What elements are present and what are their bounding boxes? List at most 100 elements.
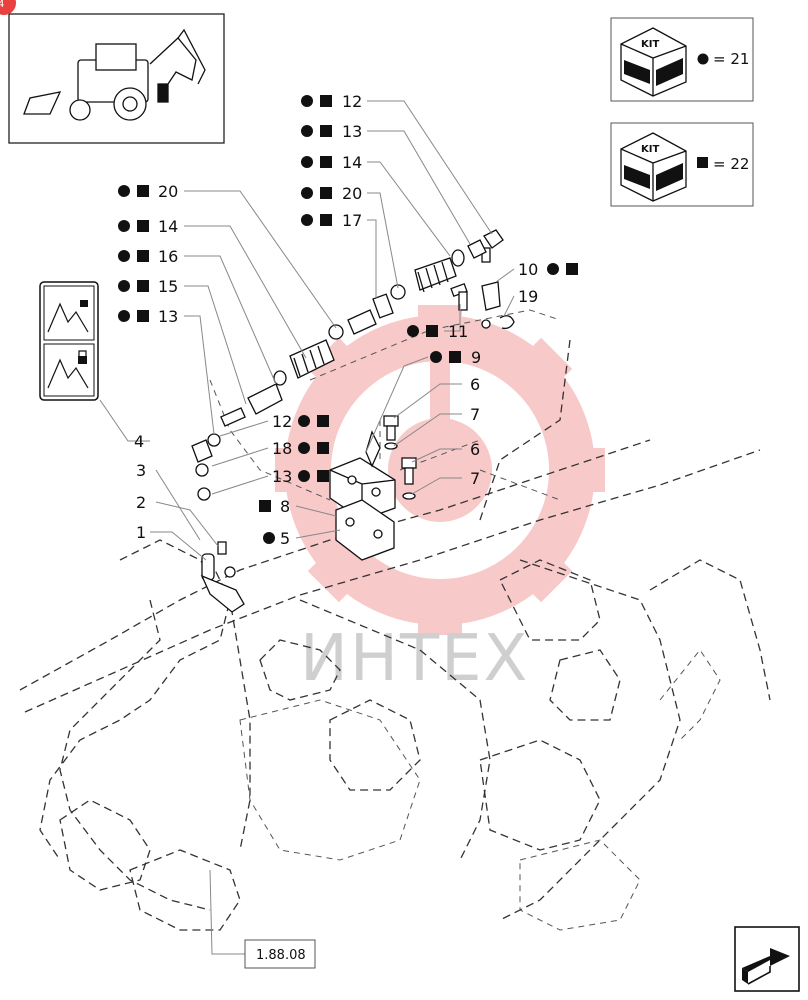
dot-marker <box>118 280 130 292</box>
callout-number: 15 <box>158 277 178 296</box>
dot-marker <box>547 263 559 275</box>
callout-8: 8 <box>259 497 290 516</box>
square-marker <box>320 187 332 199</box>
dot-marker <box>301 156 313 168</box>
callout-2: 2 <box>136 493 146 512</box>
callout-9: 9 <box>430 348 481 367</box>
callout-20-left: 20 <box>118 182 178 201</box>
svg-text:4: 4 <box>0 0 4 10</box>
square-marker <box>426 325 438 337</box>
dot-marker <box>298 415 310 427</box>
callout-13-top: 13 <box>301 122 362 141</box>
callout-number: 13 <box>158 307 178 326</box>
watermark-text: ИНТЕХ <box>300 622 529 696</box>
kit-equals: = 21 <box>713 50 749 68</box>
square-marker <box>566 263 578 275</box>
callout-number: 14 <box>342 153 362 172</box>
dot-marker <box>298 442 310 454</box>
callout-13-right: 13 <box>272 467 329 486</box>
callout-number: 10 <box>518 260 538 279</box>
callout-10: 10 <box>518 260 578 279</box>
square-marker <box>259 500 271 512</box>
callout-number: 2 <box>136 493 146 512</box>
square-marker <box>137 220 149 232</box>
callout-14-top: 14 <box>301 153 362 172</box>
reference-link[interactable]: 1.88.08 <box>244 939 316 969</box>
square-marker <box>137 280 149 292</box>
kit-cube-icon <box>620 27 687 97</box>
dot-marker <box>118 185 130 197</box>
page-corner-marker: 4 <box>0 0 16 15</box>
callout-number: 13 <box>272 467 292 486</box>
kit-equals: = 22 <box>713 155 749 173</box>
callout-7-upper: 7 <box>470 405 480 424</box>
callout-number: 13 <box>342 122 362 141</box>
square-marker <box>697 157 708 168</box>
callout-11: 11 <box>407 322 468 341</box>
square-marker <box>320 214 332 226</box>
callout-number: 19 <box>518 287 538 306</box>
dot-marker <box>407 325 419 337</box>
machine-overview-thumbnail <box>8 13 225 144</box>
callout-3: 3 <box>136 461 146 480</box>
dot-marker <box>263 532 275 544</box>
square-marker <box>320 125 332 137</box>
callout-number: 8 <box>280 497 290 516</box>
kit-box-21: KIT = 21 <box>610 17 754 102</box>
safety-decal <box>39 281 99 401</box>
callout-14-left: 14 <box>118 217 178 236</box>
next-page-button[interactable] <box>734 926 800 992</box>
dot-marker <box>430 351 442 363</box>
callout-number: 1 <box>136 523 146 542</box>
dot-marker <box>118 220 130 232</box>
next-page-arrow-icon <box>742 948 790 985</box>
callout-6-upper: 6 <box>470 375 480 394</box>
callout-1: 1 <box>136 523 146 542</box>
callout-number: 3 <box>136 461 146 480</box>
kit-label: KIT <box>641 39 659 50</box>
square-marker <box>137 185 149 197</box>
callout-12-top: 12 <box>301 92 362 111</box>
callout-7-lower: 7 <box>470 469 480 488</box>
callout-19: 19 <box>518 287 538 306</box>
callout-17: 17 <box>301 211 362 230</box>
frame-outline <box>19 309 771 931</box>
dot-marker <box>697 53 709 65</box>
dot-marker <box>301 187 313 199</box>
kit-label: KIT <box>641 144 659 155</box>
lock-icon <box>78 356 87 364</box>
square-marker <box>137 310 149 322</box>
callout-18: 18 <box>272 439 329 458</box>
callout-20-top: 20 <box>301 184 362 203</box>
callout-5: 5 <box>263 529 290 548</box>
watermark-gear-icon <box>275 305 605 635</box>
reference-label: 1.88.08 <box>256 948 306 963</box>
square-marker <box>317 415 329 427</box>
dot-marker <box>301 95 313 107</box>
callout-number: 6 <box>470 440 480 459</box>
callout-number: 12 <box>272 412 292 431</box>
callout-number: 20 <box>342 184 362 203</box>
callout-4: 4 <box>134 432 144 451</box>
callout-number: 20 <box>158 182 178 201</box>
kit-box-22: KIT = 22 <box>610 122 754 207</box>
callout-number: 5 <box>280 529 290 548</box>
kit-cube-icon <box>620 132 687 202</box>
callout-16: 16 <box>118 247 178 266</box>
unlock-icon <box>80 300 88 307</box>
dot-marker <box>118 310 130 322</box>
square-marker <box>317 470 329 482</box>
callout-number: 12 <box>342 92 362 111</box>
callout-number: 11 <box>448 322 468 341</box>
square-marker <box>449 351 461 363</box>
dot-marker <box>298 470 310 482</box>
mounting-bracket <box>329 415 417 561</box>
square-marker <box>320 156 332 168</box>
callout-12-right: 12 <box>272 412 329 431</box>
callout-number: 18 <box>272 439 292 458</box>
callout-15: 15 <box>118 277 178 296</box>
callout-number: 6 <box>470 375 480 394</box>
square-marker <box>320 95 332 107</box>
callout-number: 7 <box>470 469 480 488</box>
dot-marker <box>118 250 130 262</box>
